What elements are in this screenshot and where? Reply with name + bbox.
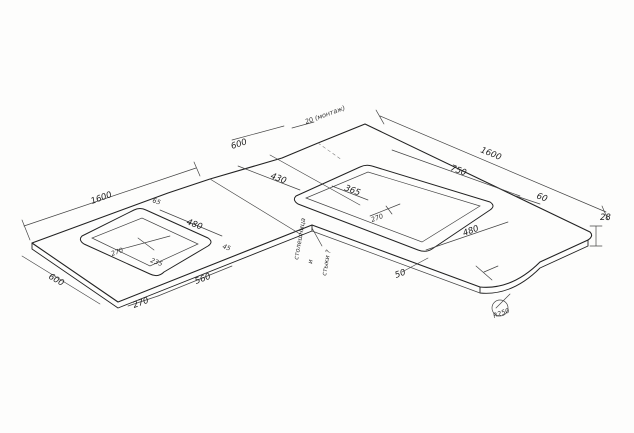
sink-right-outer: [293, 164, 494, 252]
dim-ext-right-b: [601, 205, 609, 221]
dim-line-480-left: [159, 209, 223, 237]
label-sink-left-center: 270: [110, 246, 124, 258]
dim-ext-right-a: [375, 109, 385, 125]
sink-right-center: [369, 203, 401, 217]
sink-left-center-h: [117, 235, 171, 251]
dim-line-60: [515, 195, 541, 205]
dim-line-total-left: [23, 167, 197, 227]
label-sink-left-edge-a: 270: [132, 296, 151, 311]
radius-circle-mark: [491, 299, 509, 317]
label-sink-right-length: 750: [449, 163, 468, 178]
radius-leader: [495, 293, 511, 309]
seam-line-3: [317, 142, 343, 161]
dim-line-mount: [291, 121, 315, 129]
front-edge-right: [479, 239, 589, 294]
label-corner-radius: R250: [492, 307, 511, 320]
dim-line-365: [331, 185, 369, 201]
label-sink-right-width: 480: [462, 224, 481, 239]
dim-line-480-right: [425, 221, 509, 251]
label-sink-left-offset-side: 45: [221, 242, 232, 252]
note-leader: [311, 227, 323, 247]
label-sink-right-front: 50: [394, 268, 408, 281]
dim-line-50: [401, 257, 429, 273]
note-line-2: и: [306, 259, 315, 265]
label-sink-right-side: 60: [535, 191, 549, 204]
dim-line-270: [127, 295, 159, 307]
label-total-right: 1600: [479, 146, 503, 163]
dim-ext-left-b: [193, 161, 201, 177]
label-sink-right-offset: 430: [269, 171, 288, 186]
dim-line-total-right: [379, 115, 607, 213]
front-edge-left: [31, 224, 313, 309]
sink-right-inner: [305, 171, 481, 243]
sink-left-center-v: [137, 237, 155, 251]
label-sink-right-inner: 365: [343, 183, 362, 198]
dim-ext-left-a: [21, 219, 31, 241]
label-sink-left-width: 480: [185, 217, 204, 232]
note-line-3: стыки ?: [320, 249, 333, 277]
sink-left-outer: [79, 208, 212, 277]
label-sink-left-edge-b: 560: [194, 272, 213, 287]
dim-line-depth-left: [21, 255, 101, 305]
front-edge-right-line: [311, 230, 481, 294]
label-depth-left: 600: [47, 272, 66, 289]
dim-line-depth-corner: [231, 125, 285, 141]
label-sink-right-center: 270: [370, 212, 384, 224]
seam-line-2: [269, 154, 361, 206]
note-line-1: столешница: [292, 217, 307, 260]
sink-right-center-v: [385, 205, 393, 215]
seam-line-1: [209, 178, 301, 235]
dim-line-thickness: [589, 225, 603, 247]
label-sink-left-offset-top: 65: [151, 196, 162, 206]
dim-line-560: [157, 265, 233, 297]
dim-line-430: [237, 165, 301, 191]
countertop-outline: [31, 123, 593, 303]
corner-radius-mark: [475, 265, 499, 281]
sink-left-inner: [91, 217, 199, 267]
label-total-left: 1600: [90, 190, 114, 207]
label-mount: 20 (монтаж): [304, 104, 346, 126]
dim-line-750: [391, 149, 521, 197]
label-sink-left-center-b: 235: [149, 256, 163, 268]
label-thickness: 28: [600, 213, 611, 223]
label-depth-corner: 600: [230, 137, 249, 152]
